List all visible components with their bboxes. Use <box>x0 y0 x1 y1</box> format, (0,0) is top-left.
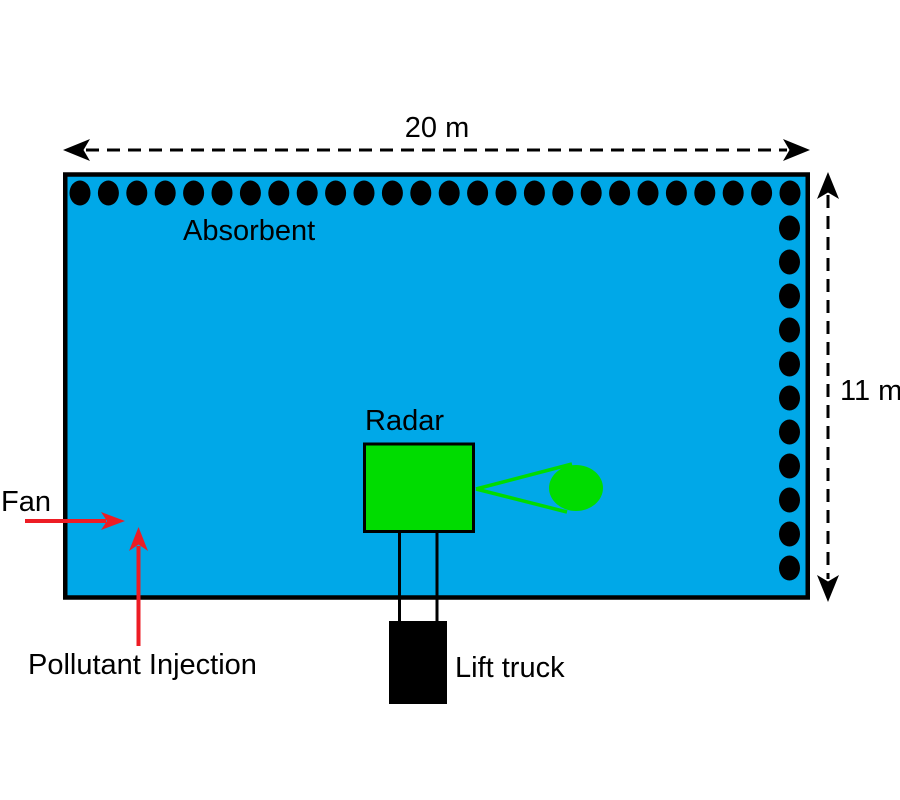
absorbent-dot <box>694 180 716 206</box>
lift-truck-box <box>389 621 447 704</box>
absorbent-dot <box>779 487 800 513</box>
absorbent-dot <box>779 283 800 309</box>
absorbent-dot <box>779 419 800 445</box>
absorbent-dot <box>410 180 432 206</box>
width-dim-arrowhead-right-icon <box>783 139 810 161</box>
absorbent-dot <box>779 385 800 411</box>
width-dim-label: 20 m <box>405 112 469 144</box>
absorbent-dot <box>779 453 800 479</box>
lift-truck-label: Lift truck <box>455 652 565 684</box>
height-dimension: 11 m <box>817 172 900 602</box>
absorbent-dot <box>580 180 602 206</box>
absorbent-dot <box>523 180 545 206</box>
fan-arrow <box>25 512 125 530</box>
absorbent-dot <box>495 180 517 206</box>
absorbent-dot <box>779 555 800 581</box>
absorbent-dot <box>211 180 233 206</box>
absorbent-dot <box>751 180 773 206</box>
absorbent-dot <box>779 249 800 275</box>
height-dim-arrowhead-bottom-icon <box>817 575 839 602</box>
absorbent-dot <box>296 180 318 206</box>
absorbent-dot <box>381 180 403 206</box>
height-dim-label: 11 m <box>840 375 900 407</box>
absorbent-dots-top <box>69 180 801 206</box>
fan-label: Fan <box>1 486 51 518</box>
absorbent-dot <box>97 180 119 206</box>
width-dimension: 20 m <box>63 112 810 161</box>
pollutant-arrowhead-icon <box>129 527 148 551</box>
absorbent-dot <box>722 180 744 206</box>
absorbent-dot <box>325 180 347 206</box>
radar-beam-lower-line <box>475 487 568 514</box>
absorbent-dot <box>779 351 800 377</box>
radar-beam <box>475 462 603 514</box>
absorbent-dot <box>154 180 176 206</box>
absorbent-dots-right <box>779 215 800 581</box>
radar-label: Radar <box>365 405 444 437</box>
absorbent-dot <box>183 180 205 206</box>
absorbent-dot <box>779 180 801 206</box>
pollutant-injection-label: Pollutant Injection <box>28 649 257 681</box>
absorbent-dot <box>779 521 800 547</box>
absorbent-dot <box>268 180 290 206</box>
absorbent-dot <box>637 180 659 206</box>
absorbent-dot <box>239 180 261 206</box>
absorbent-dot <box>609 180 631 206</box>
absorbent-dot <box>779 215 800 241</box>
height-dim-arrowhead-top-icon <box>817 172 839 199</box>
radar-box <box>363 442 475 533</box>
width-dim-arrowhead-left-icon <box>63 139 90 161</box>
absorbent-dot <box>353 180 375 206</box>
pollutant-injection-arrow <box>129 527 148 646</box>
absorbent-label: Absorbent <box>183 215 315 247</box>
radar-beam-spot <box>549 465 603 511</box>
absorbent-dot <box>467 180 489 206</box>
absorbent-dot <box>69 180 91 206</box>
absorbent-dot <box>126 180 148 206</box>
radar-beam-upper-line <box>475 462 573 491</box>
fan-arrowhead-icon <box>101 512 125 530</box>
absorbent-dot <box>438 180 460 206</box>
absorbent-dot <box>552 180 574 206</box>
absorbent-dot <box>665 180 687 206</box>
absorbent-dot <box>779 317 800 343</box>
